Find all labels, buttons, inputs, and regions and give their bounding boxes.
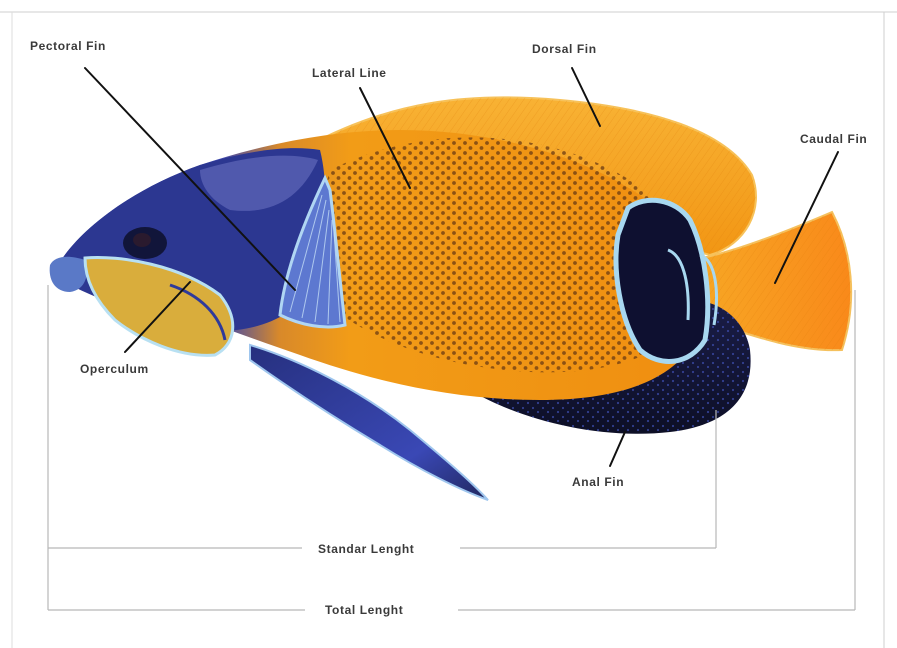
label-caudal-fin: Caudal Fin (800, 132, 867, 146)
label-pectoral-fin: Pectoral Fin (30, 39, 106, 53)
label-standard-length: Standar Lenght (318, 542, 414, 556)
anal-fin-leader (610, 432, 625, 466)
label-total-length: Total Lenght (325, 603, 403, 617)
label-dorsal-fin: Dorsal Fin (532, 42, 597, 56)
label-lateral-line: Lateral Line (312, 66, 387, 80)
label-anal-fin: Anal Fin (572, 475, 624, 489)
label-operculum: Operculum (80, 362, 149, 376)
